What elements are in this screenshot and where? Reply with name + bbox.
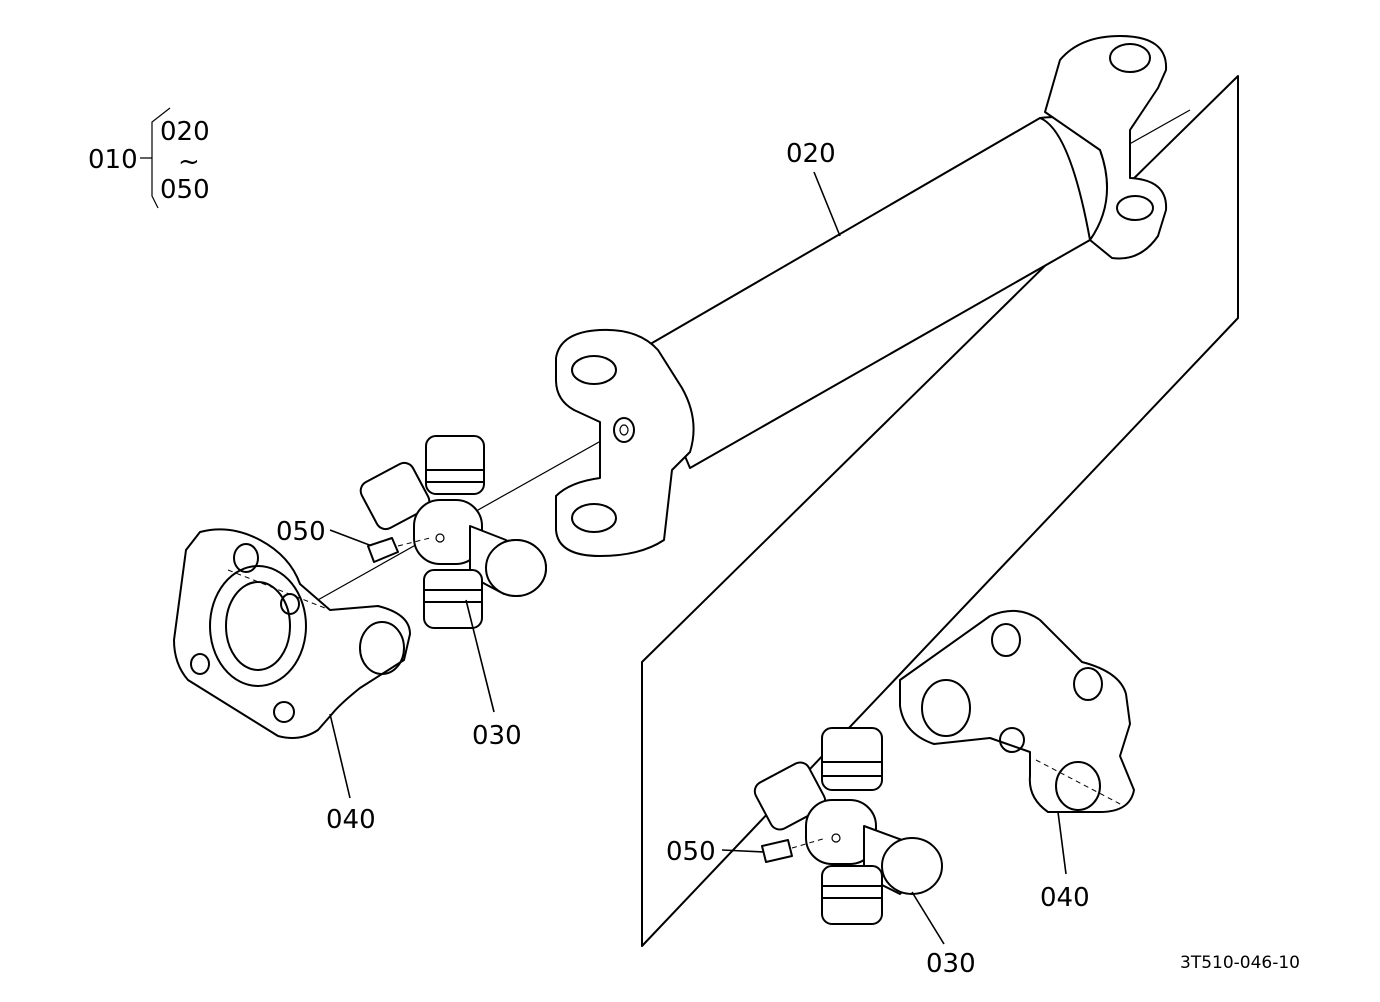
grease-nipple-lower <box>721 837 827 863</box>
label-yoke-upper: 040 <box>326 805 376 835</box>
leader-joint-upper <box>465 599 495 713</box>
label-joint-lower: 030 <box>926 949 976 979</box>
leader-yoke-lower <box>1057 811 1067 875</box>
assembly-parent-label: 010 <box>88 145 138 175</box>
flange-yoke-lower <box>899 609 1135 813</box>
assembly-legend: 010 020 ~ 050 <box>88 107 210 209</box>
drawing-code: 3T510-046-10 <box>1180 953 1300 973</box>
label-nipple-lower: 050 <box>666 837 716 867</box>
group-frame <box>641 75 1239 947</box>
assembly-range-separator: ~ <box>178 147 200 177</box>
label-nipple-upper: 050 <box>276 517 326 547</box>
assembly-range-start: 020 <box>160 117 210 147</box>
label-yoke-lower: 040 <box>1040 883 1090 913</box>
grease-nipple-upper <box>329 529 431 563</box>
propeller-shaft <box>555 35 1168 557</box>
assembly-range-end: 050 <box>160 175 210 205</box>
leader-shaft <box>813 171 841 237</box>
label-joint-upper: 030 <box>472 721 522 751</box>
assembly-bracket <box>140 107 171 209</box>
universal-joint-upper <box>359 435 547 629</box>
universal-joint-lower <box>753 727 943 925</box>
leader-yoke-upper <box>329 713 351 799</box>
leader-joint-lower <box>911 891 945 945</box>
flange-yoke-upper <box>173 528 411 739</box>
label-shaft: 020 <box>786 139 836 169</box>
